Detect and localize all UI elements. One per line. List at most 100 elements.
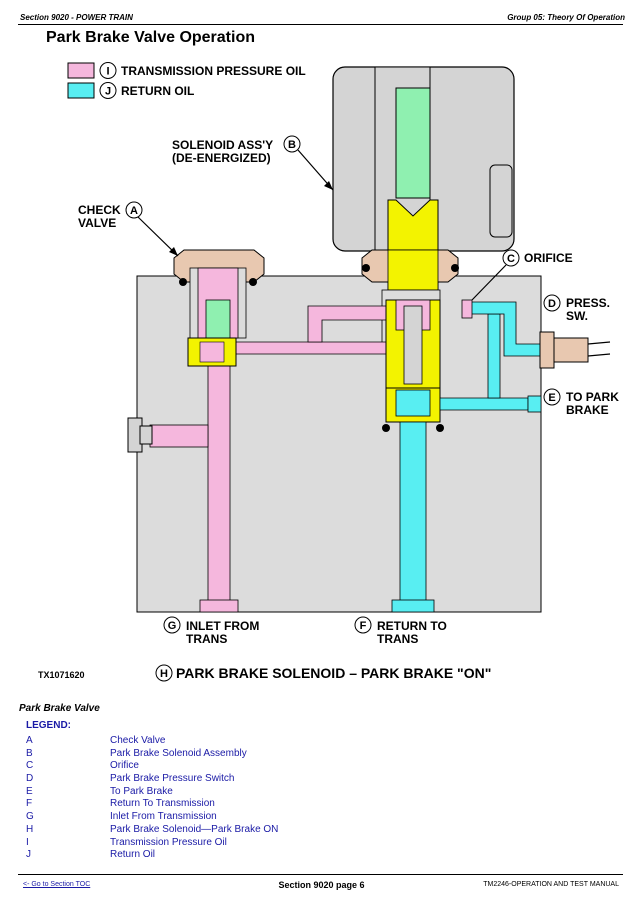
legend-i-callout xyxy=(99,62,117,79)
pressure-switch-hex xyxy=(539,331,555,369)
callout-f-letter: F xyxy=(360,620,367,632)
callout-g-letter: G xyxy=(168,620,177,632)
callout-a-circle xyxy=(125,201,143,219)
legend-swatch-pressure-oil xyxy=(67,62,95,79)
callout-b-arrow xyxy=(324,181,333,190)
legend-text: Inlet From Transmission xyxy=(110,811,217,823)
plunger-stem xyxy=(387,249,439,291)
callout-c-circle xyxy=(502,249,520,267)
footer-divider xyxy=(18,874,623,875)
callout-f-circle xyxy=(354,616,372,634)
return-passage xyxy=(399,421,427,605)
legend-text: To Park Brake xyxy=(110,785,173,797)
side-port-passage xyxy=(149,424,209,448)
legend-i-letter: I xyxy=(106,66,109,78)
figure-caption: Park Brake Valve xyxy=(19,703,100,714)
solenoid-connector xyxy=(489,164,513,238)
legend-text: Transmission Pressure Oil xyxy=(110,836,227,848)
pressure-switch-wire-2 xyxy=(587,353,611,357)
legend-swatch-return-oil xyxy=(67,82,95,99)
legend-heading: LEGEND: xyxy=(26,720,71,731)
legend-key: I xyxy=(26,836,29,848)
pressure-switch-wire-1 xyxy=(587,341,611,345)
spool-oring-right xyxy=(436,424,444,432)
callout-h-text: PARK BRAKE SOLENOID – PARK BRAKE "ON" xyxy=(176,665,491,681)
legend-key: E xyxy=(26,785,33,797)
page-title: Park Brake Valve Operation xyxy=(46,29,255,46)
callout-e-circle xyxy=(543,388,561,406)
legend-text: Check Valve xyxy=(110,735,166,746)
legend-key: J xyxy=(26,849,31,861)
callout-f-line1: RETURN TO xyxy=(377,619,447,633)
park-brake-passage xyxy=(439,397,529,411)
legend-key: A xyxy=(26,735,33,746)
legend-key: G xyxy=(26,811,34,823)
callout-a-line1: CHECK xyxy=(78,203,121,217)
header-section: Section 9020 - POWER TRAIN xyxy=(20,13,133,22)
callout-e-line1: TO PARK xyxy=(566,390,619,404)
callout-d-line1: PRESS. xyxy=(566,296,610,310)
callout-g-circle xyxy=(163,616,181,634)
check-valve-oring-right xyxy=(249,278,257,286)
section-toc-link[interactable]: <- Go to Section TOC xyxy=(23,881,91,888)
legend-i-text: TRANSMISSION PRESSURE OIL xyxy=(121,64,306,78)
callout-b-line1: SOLENOID ASS'Y xyxy=(172,138,273,152)
callout-b-letter: B xyxy=(288,139,296,151)
callout-c-text: ORIFICE xyxy=(524,251,573,265)
legend-j-callout xyxy=(99,82,117,99)
callout-g-line2: TRANS xyxy=(186,632,227,646)
callout-a-arrow xyxy=(169,247,178,256)
solenoid-oring-right xyxy=(451,264,459,272)
header-group: Group 05: Theory Of Operation xyxy=(507,13,625,22)
footer-page-number: Section 9020 page 6 xyxy=(278,880,365,890)
spool-oring-left xyxy=(382,424,390,432)
callout-d-line2: SW. xyxy=(566,309,588,323)
callout-d-letter: D xyxy=(548,298,556,310)
check-valve-seat-port xyxy=(199,341,225,363)
park-brake-riser xyxy=(487,313,501,399)
legend-text: Park Brake Solenoid—Park Brake ON xyxy=(110,823,279,835)
legend-j-letter: J xyxy=(105,86,111,98)
side-plug-stem xyxy=(139,425,153,445)
callout-b-circle xyxy=(283,135,301,153)
callout-c-leader xyxy=(471,264,507,301)
callout-h-letter: H xyxy=(160,668,168,680)
callout-h-circle xyxy=(155,664,173,682)
legend-key: D xyxy=(26,773,34,785)
callout-b-line2: (DE-ENERGIZED) xyxy=(172,151,271,165)
return-port xyxy=(391,599,435,613)
check-valve-oring-left xyxy=(179,278,187,286)
pressure-passage-horizontal xyxy=(221,341,389,355)
callout-a-leader xyxy=(137,216,179,257)
callout-a-line2: VALVE xyxy=(78,216,116,230)
callout-a-letter: A xyxy=(130,205,138,217)
inlet-port xyxy=(199,599,239,613)
legend-text: Park Brake Pressure Switch xyxy=(110,773,235,785)
header-divider xyxy=(18,24,623,25)
legend-text: Park Brake Solenoid Assembly xyxy=(110,747,247,759)
footer-manual-title: TM2246-OPERATION AND TEST MANUAL xyxy=(483,881,619,888)
legend-key: C xyxy=(26,760,34,772)
callout-g-line1: INLET FROM xyxy=(186,619,259,633)
park-brake-port xyxy=(527,395,542,413)
pressure-switch-body xyxy=(553,337,589,363)
callout-f-line2: TRANS xyxy=(377,632,418,646)
callout-e-letter: E xyxy=(548,392,555,404)
callout-d-circle xyxy=(543,294,561,312)
legend-text: Orifice xyxy=(110,760,139,772)
legend-j-text: RETURN OIL xyxy=(121,84,194,98)
callout-c-letter: C xyxy=(507,253,515,265)
spool-stem xyxy=(403,305,423,385)
inlet-passage xyxy=(207,361,231,603)
park-brake-valve-diagram: I TRANSMISSION PRESSURE OIL J RETURN OIL xyxy=(38,62,619,682)
legend-key: F xyxy=(26,798,33,810)
orifice xyxy=(461,299,473,319)
legend-key: B xyxy=(26,747,33,759)
legend-text: Return To Transmission xyxy=(110,798,215,810)
callout-e-line2: BRAKE xyxy=(566,403,609,417)
legend-key: H xyxy=(26,823,34,835)
spool-return-chamber xyxy=(395,389,431,417)
figure-id: TX1071620 xyxy=(38,670,85,680)
check-valve-poppet xyxy=(205,299,231,341)
solenoid-oring-left xyxy=(362,264,370,272)
